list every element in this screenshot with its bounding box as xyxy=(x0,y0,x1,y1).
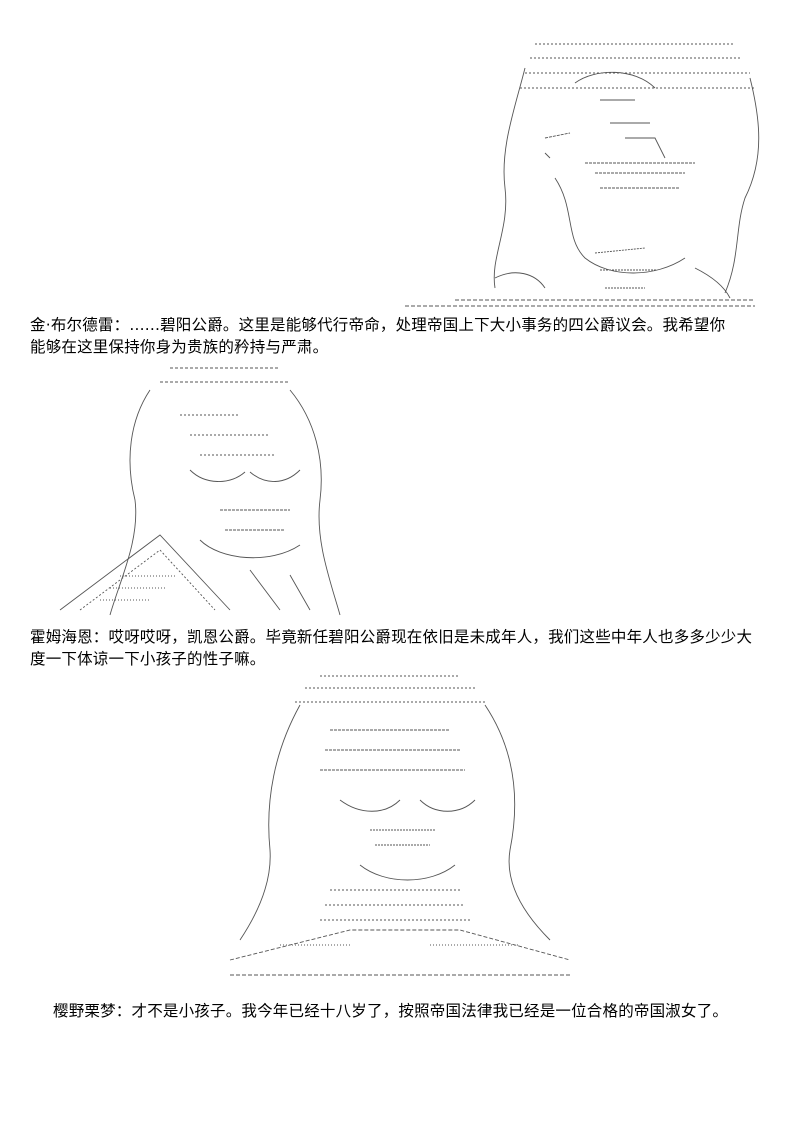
dialogue-panel-1: 金·布尔德雷：......碧阳公爵。这里是能够代行帝命，处理帝国上下大小事务的四… xyxy=(30,314,725,358)
ascii-art-figure-elder xyxy=(395,38,765,313)
dialogue-line: 金·布尔德雷：......碧阳公爵。这里是能够代行帝命，处理帝国上下大小事务的四… xyxy=(30,316,726,334)
dialogue-line: 能够在这里保持你身为贵族的矜持与严肃。 xyxy=(30,338,329,356)
ascii-art-figure-woman xyxy=(40,360,350,622)
dialogue-line: 度一下体谅一下小孩子的性子嘛。 xyxy=(30,650,266,668)
dialogue-line: 霍姆海恩：哎呀哎呀，凯恩公爵。毕竟新任碧阳公爵现在依旧是未成年人，我们这些中年人… xyxy=(30,628,753,646)
dialogue-panel-2: 霍姆海恩：哎呀哎呀，凯恩公爵。毕竟新任碧阳公爵现在依旧是未成年人，我们这些中年人… xyxy=(30,626,752,670)
dialogue-panel-3: 樱野栗梦：才不是小孩子。我今年已经十八岁了，按照帝国法律我已经是一位合格的帝国淑… xyxy=(53,1000,728,1022)
dialogue-line: 樱野栗梦：才不是小孩子。我今年已经十八岁了，按照帝国法律我已经是一位合格的帝国淑… xyxy=(53,1002,729,1020)
ascii-art-figure-girl xyxy=(220,670,580,990)
